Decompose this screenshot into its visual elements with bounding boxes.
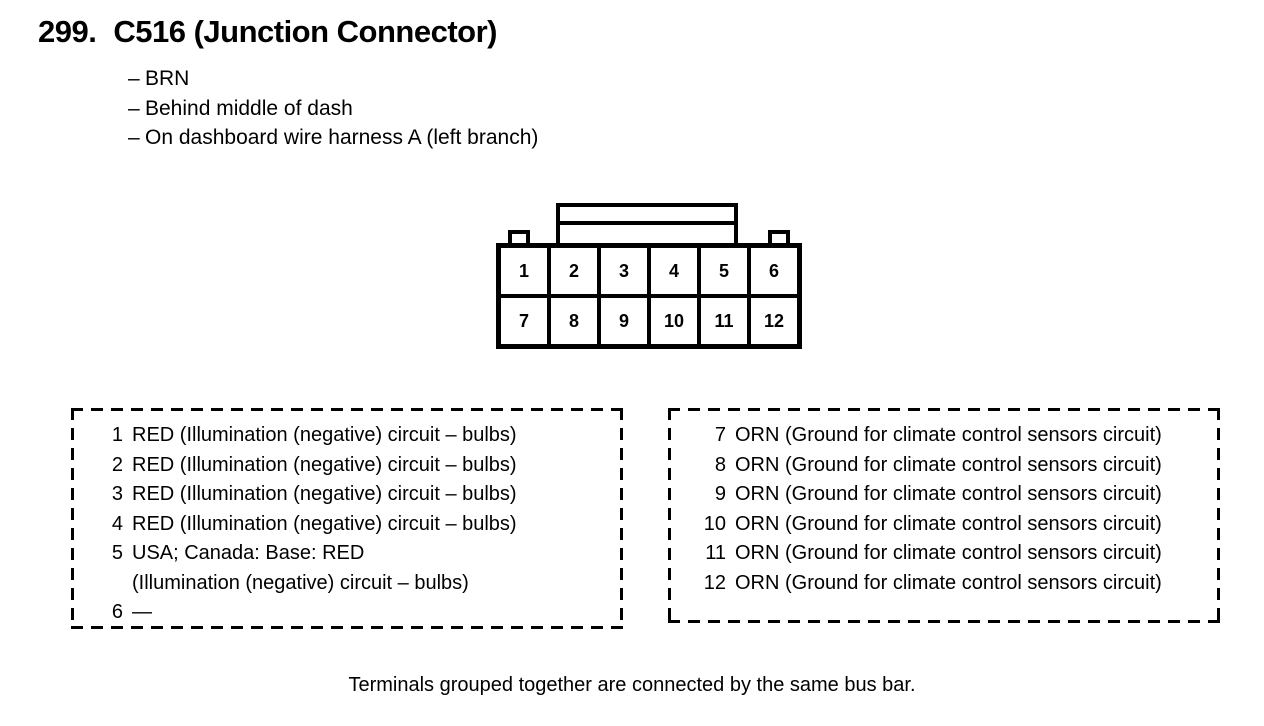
note-text: On dashboard wire harness A (left branch… — [145, 126, 539, 149]
connector-pin-9: 9 — [601, 298, 651, 344]
connector-pin-2: 2 — [551, 248, 601, 294]
terminal-number: 10 — [703, 512, 726, 535]
terminal-row: 5 USA; Canada: Base: RED — [71, 539, 623, 569]
terminal-number: 7 — [714, 424, 726, 446]
connector-pin-4: 4 — [651, 248, 701, 294]
connector-pin-7: 7 — [501, 298, 551, 344]
terminal-description: USA; Canada: Base: RED — [132, 542, 365, 564]
terminal-number: 8 — [714, 453, 726, 476]
terminal-row: 8 ORN (Ground for climate control sensor… — [668, 451, 1220, 481]
terminal-list-right: 7 ORN (Ground for climate control sensor… — [668, 408, 1220, 623]
footer-caption: Terminals grouped together are connected… — [348, 674, 916, 696]
section-number: 299. — [38, 14, 97, 49]
note-text: Behind middle of dash — [145, 96, 353, 120]
connector-latch-tab — [556, 203, 738, 245]
terminal-number: 9 — [714, 483, 726, 505]
connector-notes: – BRN – Behind middle of dash – On dashb… — [128, 64, 538, 153]
connector-pin-row-top: 1 2 3 4 5 6 — [501, 248, 797, 298]
terminal-description: ORN (Ground for climate control sensors … — [735, 512, 1162, 535]
dash-bullet-icon: – — [128, 126, 140, 149]
terminal-description: — — [132, 601, 152, 623]
terminal-description: ORN (Ground for climate control sensors … — [735, 542, 1162, 564]
connector-latch-slot — [560, 221, 734, 225]
connector-pin-1: 1 — [501, 248, 551, 294]
terminal-description: RED (Illumination (negative) circuit – b… — [132, 424, 517, 446]
dash-bullet-icon: – — [128, 96, 140, 120]
connector-pin-6: 6 — [768, 260, 779, 281]
terminal-list-left: 1 RED (Illumination (negative) circuit –… — [71, 408, 623, 629]
terminal-row: 6 — — [71, 598, 623, 628]
note-line: – Behind middle of dash — [128, 94, 538, 124]
note-text: BRN — [145, 67, 190, 90]
connector-notch-left — [508, 230, 530, 247]
terminal-description: ORN (Ground for climate control sensors … — [735, 483, 1162, 505]
terminal-row: 7 ORN (Ground for climate control sensor… — [668, 421, 1220, 451]
terminal-number: 11 — [705, 542, 726, 564]
terminal-number: 6 — [111, 601, 123, 623]
terminal-row: 3 RED (Illumination (negative) circuit –… — [71, 480, 623, 510]
connector-pin-row-bottom: 7 8 9 10 11 12 — [501, 298, 797, 344]
terminal-row: 9 ORN (Ground for climate control sensor… — [668, 480, 1220, 510]
terminal-row: 1 RED (Illumination (negative) circuit –… — [71, 421, 623, 451]
connector-pin-8: 8 — [551, 298, 601, 344]
terminal-description: RED (Illumination (negative) circuit – b… — [132, 512, 517, 535]
connector-pin-11: 11 — [701, 298, 751, 344]
terminal-number: 3 — [111, 483, 123, 505]
note-line: – On dashboard wire harness A (left bran… — [128, 123, 538, 153]
terminal-row: 10 ORN (Ground for climate control senso… — [668, 510, 1220, 540]
connector-pin-3: 3 — [601, 248, 651, 294]
connector-pin-5: 5 — [701, 248, 751, 294]
terminal-description-continued: (Illumination (negative) circuit – bulbs… — [132, 571, 469, 594]
connector-body: 1 2 3 4 5 6 7 8 9 10 11 12 — [496, 243, 802, 349]
terminal-number: 12 — [703, 571, 726, 594]
terminal-description: RED (Illumination (negative) circuit – b… — [132, 483, 517, 505]
terminal-description: ORN (Ground for climate control sensors … — [735, 571, 1162, 594]
terminal-number: 5 — [111, 542, 123, 564]
terminal-row: 2 RED (Illumination (negative) circuit –… — [71, 451, 623, 481]
terminal-number: 1 — [111, 424, 123, 446]
terminal-row: 4 RED (Illumination (negative) circuit –… — [71, 510, 623, 540]
note-line: – BRN — [128, 64, 538, 94]
connector-diagram: 1 2 3 4 5 6 7 8 9 10 11 12 — [496, 203, 802, 349]
terminal-description: ORN (Ground for climate control sensors … — [735, 453, 1162, 476]
connector-title: C516 (Junction Connector) — [113, 14, 497, 49]
connector-pin-10: 10 — [651, 298, 701, 344]
terminal-number: 4 — [111, 512, 123, 535]
dash-bullet-icon: – — [128, 67, 140, 90]
terminal-row: 11 ORN (Ground for climate control senso… — [668, 539, 1220, 569]
connector-notch-right — [768, 230, 790, 247]
terminal-number: 2 — [111, 453, 123, 476]
terminal-description: RED (Illumination (negative) circuit – b… — [132, 453, 517, 476]
terminal-description: ORN (Ground for climate control sensors … — [735, 424, 1162, 446]
connector-pin-12: 12 — [763, 310, 785, 331]
terminal-row: 12 ORN (Ground for climate control senso… — [668, 569, 1220, 599]
page-title: 299. C516 (Junction Connector) — [38, 14, 497, 50]
